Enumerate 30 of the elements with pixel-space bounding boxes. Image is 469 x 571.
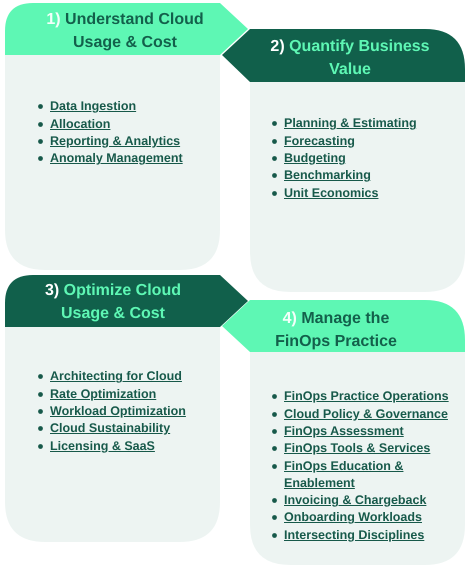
topic-link: Anomaly Management bbox=[50, 150, 183, 168]
topic-link: Cloud Policy & Governance bbox=[284, 406, 448, 423]
header-banner: 3) Optimize Cloud Usage & Cost bbox=[5, 275, 250, 327]
topic-link: Planning & Estimating bbox=[284, 115, 417, 132]
topic-link: Unit Economics bbox=[284, 184, 378, 202]
category-card bbox=[5, 3, 250, 270]
header-banner: 2) Quantify Business Value bbox=[222, 29, 465, 82]
topic-link: Onboarding Workloads bbox=[284, 509, 422, 526]
topic-link: Rate Optimization bbox=[50, 386, 156, 403]
topic-link: Cloud Sustainability bbox=[50, 420, 170, 438]
topic-link: Budgeting bbox=[284, 150, 346, 167]
topic-link: Intersecting Disciplines bbox=[284, 526, 424, 544]
topic-link: Data Ingestion bbox=[50, 98, 136, 116]
topic-link: Workload Optimization bbox=[50, 402, 186, 420]
category-card bbox=[222, 29, 465, 292]
topic-link: Benchmarking bbox=[284, 167, 371, 184]
topic-link: FinOps Assessment bbox=[284, 422, 404, 440]
topic-link: Licensing & SaaS bbox=[50, 438, 155, 455]
topic-link: FinOps Practice Operations bbox=[284, 388, 449, 406]
topic-link: Reporting & Analytics bbox=[50, 132, 180, 150]
header-banner: 1) Understand Cloud Usage & Cost bbox=[5, 3, 250, 55]
topic-link: Architecting for Cloud bbox=[50, 368, 182, 386]
topic-link: Invoicing & Chargeback bbox=[284, 492, 426, 510]
topic-link: FinOps Tools & Services bbox=[284, 440, 430, 458]
topic-link: Allocation bbox=[50, 116, 110, 133]
header-banner: 4) Manage the FinOps Practice bbox=[222, 300, 465, 352]
topic-link: Forecasting bbox=[284, 132, 355, 150]
category-card bbox=[222, 300, 465, 565]
category-card bbox=[5, 275, 250, 542]
topic-link: FinOps Education & Enablement bbox=[284, 458, 404, 492]
